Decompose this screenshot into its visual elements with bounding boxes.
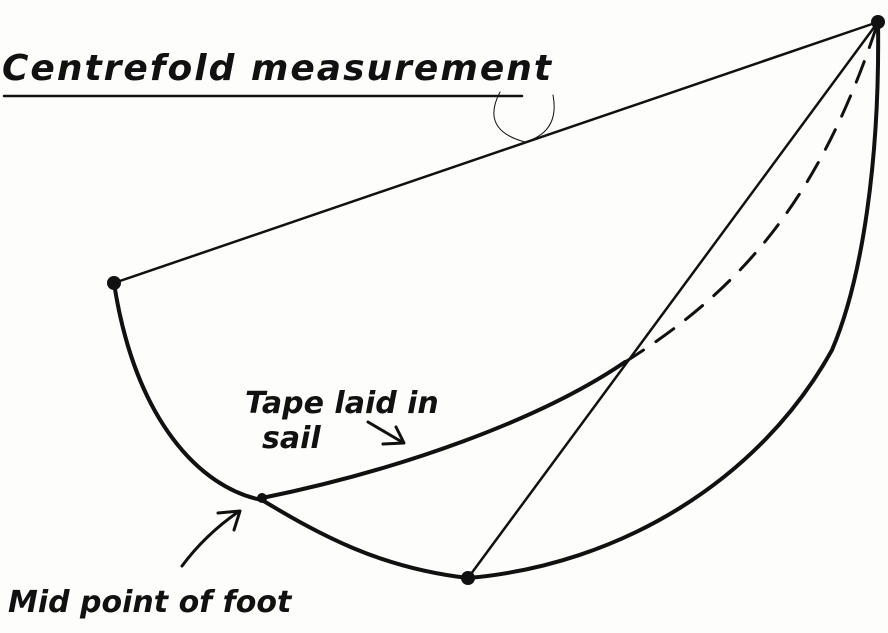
point-head — [871, 15, 885, 29]
point-foot — [461, 571, 475, 585]
tape-arrow-head — [381, 425, 406, 446]
foot-arrow-head — [216, 509, 242, 532]
foot-label: Mid point of foot — [8, 585, 293, 620]
foot-arrow — [180, 510, 240, 568]
sail-head-edge — [112, 20, 880, 285]
point-left — [107, 276, 121, 290]
tape-label-line2: sail — [262, 421, 321, 456]
sail-foot-curve — [112, 281, 470, 580]
tape-line-dashed — [623, 20, 880, 364]
sail-leech-curve — [466, 20, 881, 580]
point-mid-foot — [257, 493, 267, 503]
tape-label-line1: Tape laid in — [245, 386, 439, 421]
tape-arrow — [366, 420, 404, 444]
diagonal-line — [466, 20, 880, 580]
tape-line — [260, 360, 627, 500]
diagram-title: Centrefold measurement — [2, 48, 553, 89]
